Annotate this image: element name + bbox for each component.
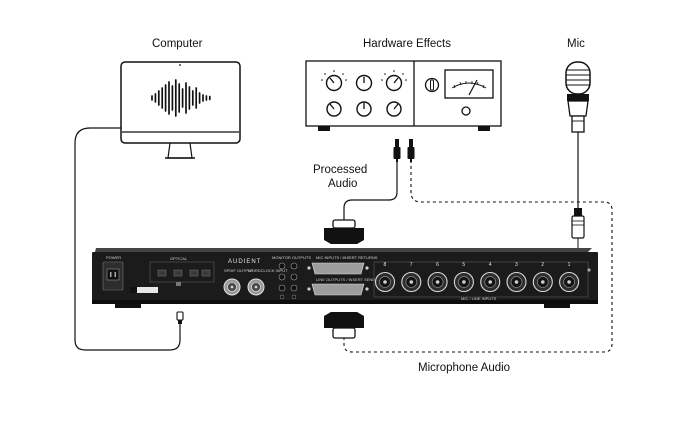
brand-label: AUDIENT xyxy=(228,259,261,265)
knob-icon xyxy=(355,74,373,92)
xlr-socket-center xyxy=(541,280,545,284)
knob-icon xyxy=(381,70,407,92)
db25-port-top xyxy=(307,262,369,275)
optical-label: OPTICAL xyxy=(170,256,188,261)
channel-number: 4 xyxy=(489,262,492,268)
db25-bottom-label: LINE OUTPUTS / INSERT SENDS xyxy=(316,277,378,282)
power-button-icon xyxy=(424,77,440,93)
bnc-connector-icon xyxy=(223,278,241,296)
xlr-socket-center xyxy=(488,280,493,284)
microphone-icon xyxy=(565,61,591,133)
microphone-audio-dashed-path xyxy=(343,160,613,353)
channel-number: 2 xyxy=(541,262,544,268)
knob-icon xyxy=(386,101,402,117)
microphone-audio-label: Microphone Audio xyxy=(418,362,511,374)
xlr-socket-center xyxy=(567,280,571,284)
xlr-socket-center xyxy=(514,280,519,284)
bnc-connector-icon xyxy=(247,278,265,296)
processed-audio-cable xyxy=(343,160,398,222)
power-label: POWER xyxy=(106,255,121,260)
knob-icon xyxy=(356,101,372,117)
db25-port-bottom xyxy=(307,283,369,296)
channel-number: 5 xyxy=(462,262,465,268)
waveform-icon xyxy=(151,79,211,117)
led-icon xyxy=(461,106,471,116)
computer-label: Computer xyxy=(152,38,203,50)
channel-number: 7 xyxy=(410,262,413,268)
usb-plug-icon xyxy=(176,311,184,324)
processed-audio-label-line2: Audio xyxy=(328,178,358,190)
channel-number: 3 xyxy=(515,262,518,268)
channel-number: 8 xyxy=(384,262,387,268)
channel-number: 6 xyxy=(436,262,439,268)
xlr-connector-icon xyxy=(571,208,585,239)
vu-meter-icon xyxy=(444,69,494,99)
hardware-effects-label: Hardware Effects xyxy=(363,38,451,50)
usb-cable xyxy=(74,127,181,351)
xlr-socket-center xyxy=(435,280,440,284)
jack-plug-icon xyxy=(407,139,415,162)
computer-monitor-icon xyxy=(120,61,241,159)
db25-top-label: MIC INPUTS / INSERT RETURNS xyxy=(316,255,378,260)
channel-number: 1 xyxy=(568,262,571,268)
wordclock-input-label: WORDCLOCK INPUT xyxy=(248,268,288,273)
processed-audio-label-line1: Processed xyxy=(313,164,368,176)
xlr-inputs-group: 8 7 6 5 4 3 2 1 xyxy=(374,262,580,293)
knob-icon xyxy=(321,70,347,92)
knob-icon xyxy=(326,101,342,117)
audio-interface-rear-panel: POWER OPTICAL AUDIENT SPDIF OUTPUT WORDC… xyxy=(92,248,598,308)
monitor-output-jacks xyxy=(278,262,298,300)
mic-label: Mic xyxy=(567,38,585,50)
power-inlet-icon xyxy=(102,261,124,291)
hardware-effects-rack-icon xyxy=(305,60,502,131)
xlr-socket-center xyxy=(383,280,387,284)
spdif-output-label: SPDIF OUTPUT xyxy=(224,268,254,273)
mic-line-inputs-label: MIC / LINE INPUTS xyxy=(461,296,497,301)
db25-connector-bottom-icon xyxy=(324,312,364,339)
xlr-socket-center xyxy=(409,280,414,284)
jack-plug-icon xyxy=(393,139,401,162)
monitor-outputs-label: MONITOR OUTPUTS xyxy=(272,255,311,260)
db25-connector-top-icon xyxy=(324,219,364,244)
xlr-socket-center xyxy=(462,280,466,284)
